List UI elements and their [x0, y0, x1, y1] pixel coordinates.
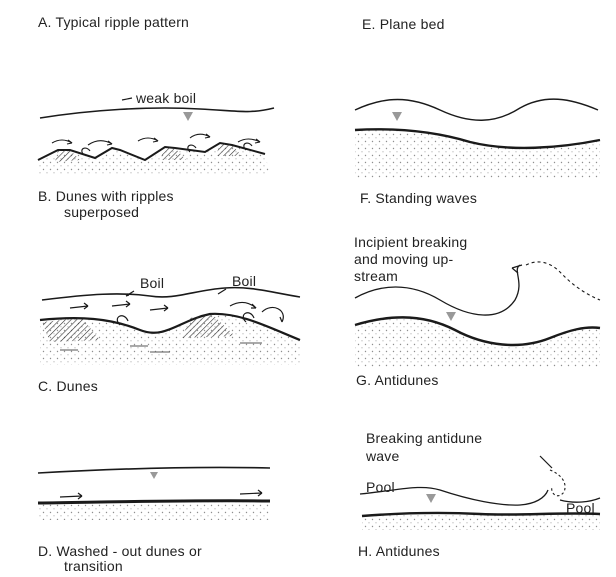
annotation-incipient-line3: stream: [354, 268, 398, 284]
caption-b-line1: B. Dunes with ripples: [38, 188, 174, 204]
caption-h: H. Antidunes: [358, 543, 440, 559]
annotation-boil-left: Boil: [140, 275, 164, 291]
annotation-incipient-line2: and moving up-: [354, 251, 453, 267]
annotation-breaking-line1: Breaking antidune: [366, 430, 482, 446]
boil-arrow-a: [122, 98, 132, 100]
panel-h-antidunes: [360, 456, 600, 530]
water-level-mark-e: [392, 112, 402, 121]
sand-fill-g: [355, 317, 600, 368]
water-surface-a: [40, 108, 274, 118]
caption-g: G. Antidunes: [356, 372, 439, 388]
caption-f: F. Standing waves: [360, 190, 477, 206]
annotation-boil-right: Boil: [232, 273, 256, 289]
annotation-weak-boil: weak boil: [136, 90, 196, 106]
caption-e: E. Plane bed: [362, 16, 445, 32]
annotation-incipient-line1: Incipient breaking: [354, 234, 467, 250]
breaking-wave-h: [550, 470, 565, 496]
caption-d-line1: D. Washed - out dunes or: [38, 543, 202, 559]
water-level-mark-h: [426, 494, 436, 503]
water-level-mark-g: [446, 312, 456, 321]
flow-arrows-d: [60, 490, 262, 499]
breaking-crest-g: [526, 262, 600, 300]
panel-c-dunes: [40, 288, 300, 365]
sand-fill-e: [355, 129, 600, 178]
caption-d-line2: transition: [64, 558, 123, 574]
water-surface-e: [355, 99, 598, 120]
water-level-mark-d: [150, 472, 158, 479]
panel-a-ripples: [38, 98, 274, 175]
breaking-pointer-h: [540, 456, 552, 468]
caption-c: C. Dunes: [38, 378, 98, 394]
panel-e-plane-bed: [355, 99, 600, 178]
annotation-pool-left: Pool: [366, 479, 395, 495]
sand-fill-h: [362, 513, 600, 530]
caption-a: A. Typical ripple pattern: [38, 14, 189, 30]
caption-b-line2: superposed: [64, 204, 139, 220]
water-surface-c: [42, 288, 300, 300]
annotation-breaking-line2: wave: [366, 448, 399, 464]
annotation-pool-right: Pool: [566, 500, 595, 516]
water-level-mark-a: [183, 112, 193, 121]
panel-d-washed-out: [38, 467, 270, 520]
boil-arrow-right: [218, 289, 226, 294]
